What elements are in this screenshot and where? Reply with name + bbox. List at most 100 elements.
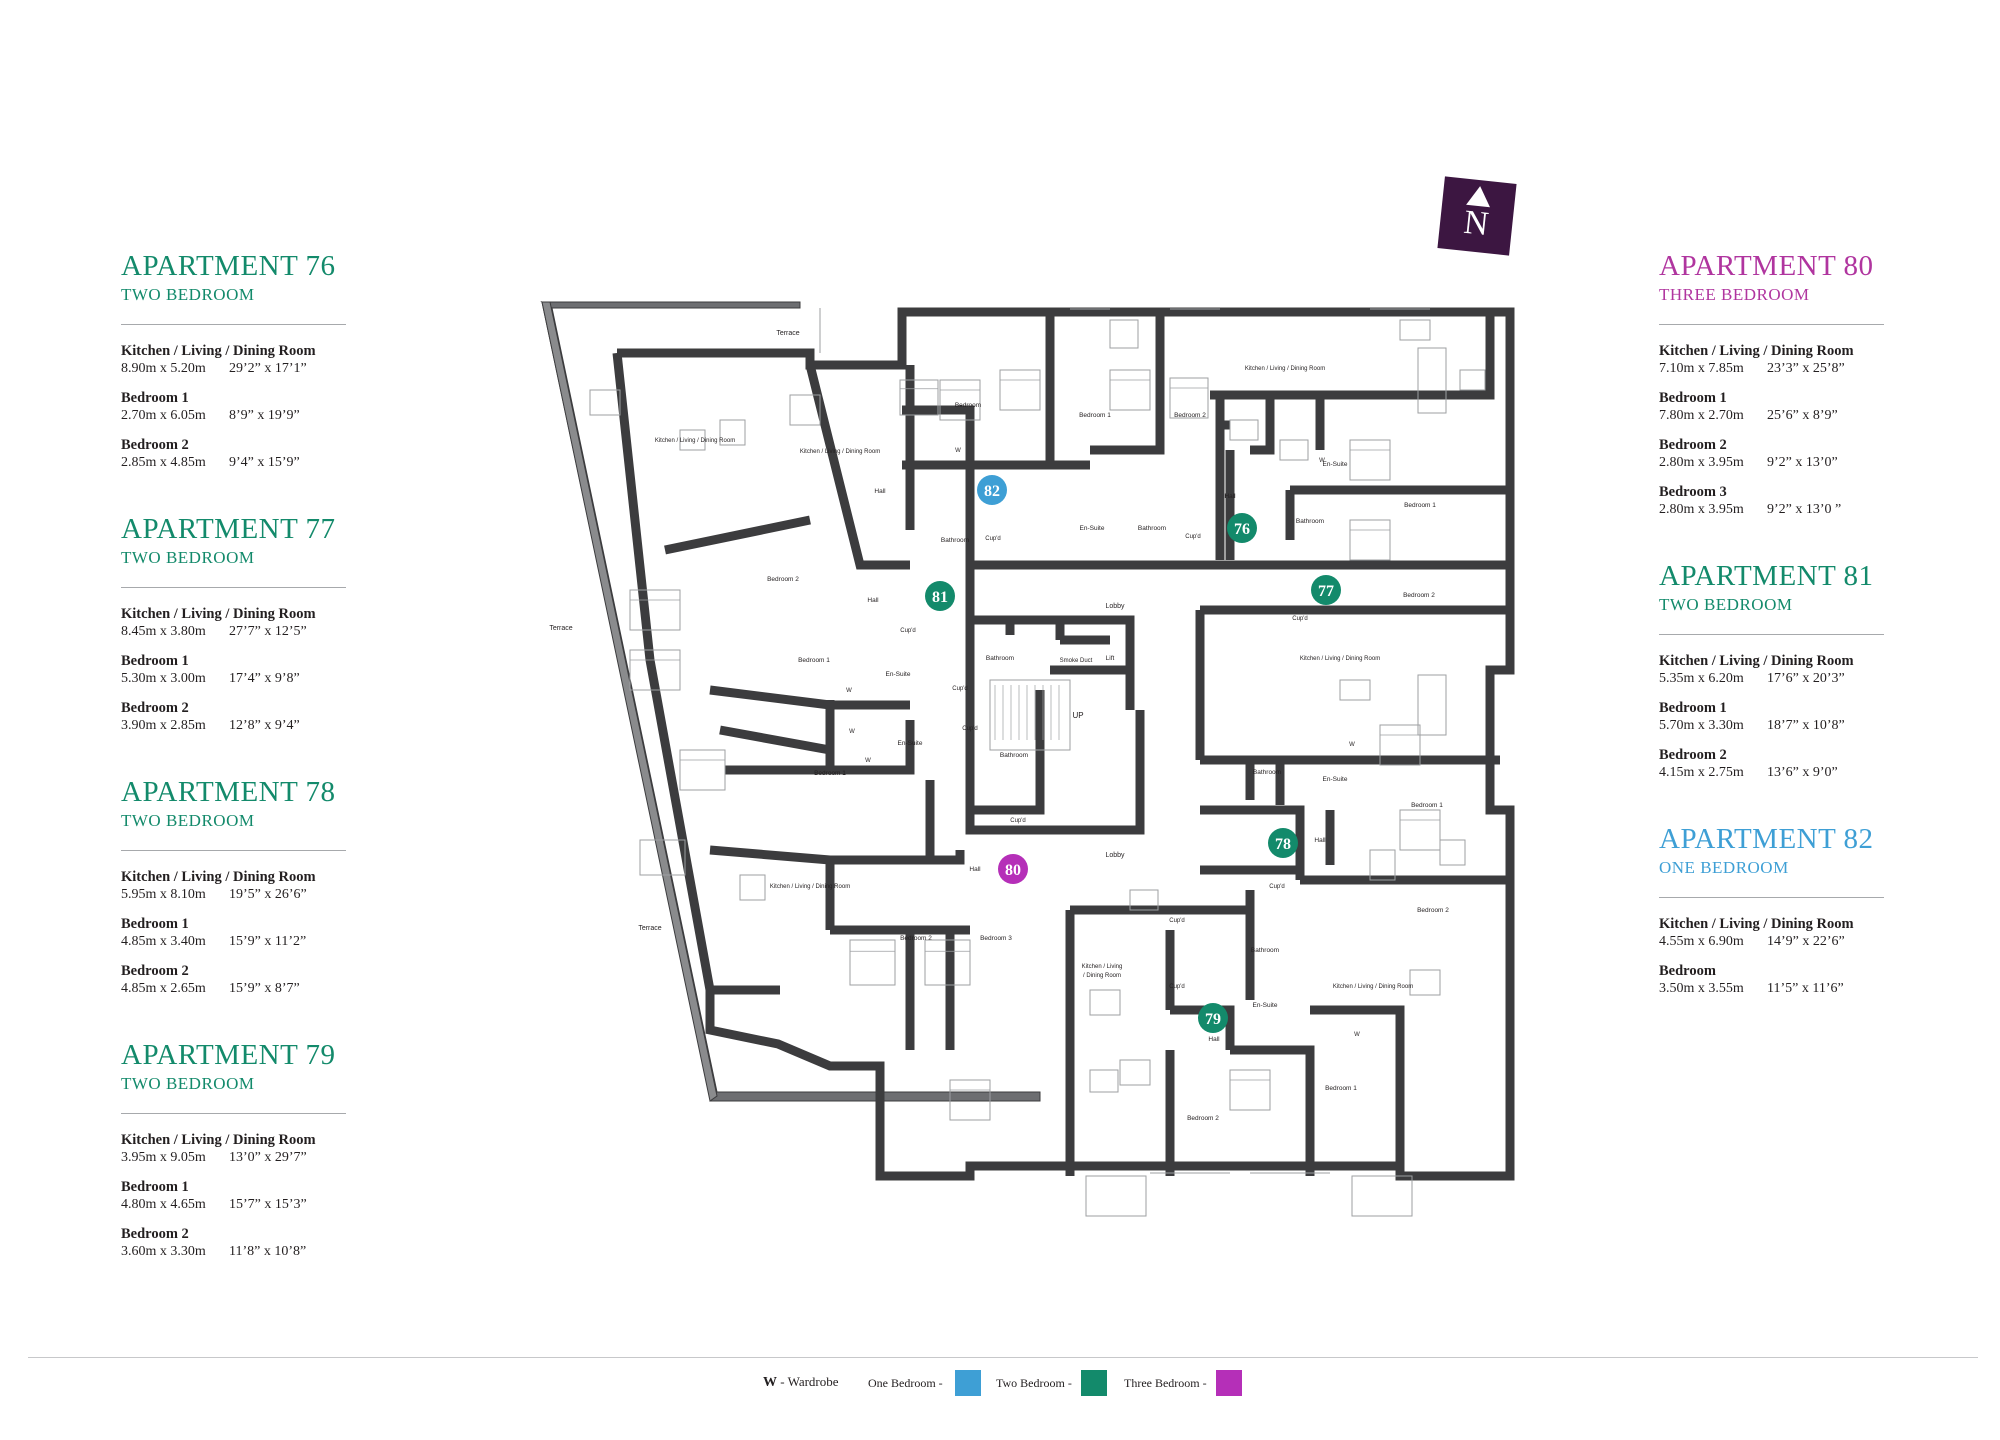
room-metric: 4.85m x 3.40m [121,934,206,949]
room-entry: Kitchen / Living / Dining Room 4.55m x 6… [1659,916,1889,950]
room-name: Bedroom 2 [121,1226,189,1242]
bedroom-label: Bedroom [955,402,981,409]
cupboard-label: Cup'd [1169,984,1185,990]
fixture [639,839,686,876]
kitchen-label: Kitchen / Living / Dining Room [655,438,735,444]
fixture [629,589,681,631]
fixture [1339,679,1371,701]
apartment-title: APARTMENT 80 [1659,250,1874,282]
kitchen-label: Kitchen / Living / Dining Room [800,449,880,455]
room-name: Bedroom 1 [121,653,189,669]
apartment-marker [1227,513,1257,543]
bedroom-label: Bedroom 1 [1079,412,1111,419]
fixture [1399,319,1431,341]
cupboard-label: Cup'd [1010,818,1026,824]
legend-two-bedroom-label: Two Bedroom - [996,1376,1072,1390]
stairs-up-label: UP [1072,711,1083,720]
room-name: Bedroom 2 [121,437,189,453]
plan-labels: TerraceTerraceTerraceLobbyLobbyLiftSmoke… [549,330,1449,1122]
apartment-title: APARTMENT 82 [1659,823,1874,855]
bathroom-label: Bathroom [1000,752,1028,759]
fixture [1351,1175,1413,1217]
kitchen-label: Kitchen / Living / Dining Room [1300,656,1380,662]
room-imperial: 12’8” x 9’4” [229,718,300,733]
apartment-marker-number: 82 [984,483,1000,500]
room-entry: Kitchen / Living / Dining Room 3.95m x 9… [121,1132,351,1166]
terrace-label: Terrace [549,625,572,632]
north-letter: N [1462,203,1491,244]
fixture [789,394,821,426]
apartment-title: APARTMENT 78 [121,776,336,808]
wall [1210,312,1495,400]
plan-fixtures [589,308,1486,1217]
apartment-marker-number: 78 [1275,836,1291,853]
cupboard-label: Cup'd [1185,534,1201,540]
fixture [1229,419,1259,441]
wall [725,720,915,775]
apartment-divider [121,587,346,588]
fixture [589,389,621,416]
bedroom-label: Bedroom 3 [980,935,1012,942]
wall [612,307,1515,1181]
fixture [1349,439,1391,481]
smoke-duct-label: Smoke Duct [1060,658,1093,664]
room-name: Bedroom [1659,963,1716,979]
apartment-marker [1311,575,1341,605]
legend-one-bedroom-swatch [955,1370,981,1396]
room-name: Bedroom 2 [121,700,189,716]
room-name: Bedroom 1 [121,390,189,406]
room-metric: 5.30m x 3.00m [121,671,206,686]
wardrobe-label: W [955,448,961,454]
room-name: Bedroom 2 [1659,747,1727,763]
room-metric: 4.80m x 4.65m [121,1197,206,1212]
floor-plan: TerraceTerraceTerraceLobbyLobbyLiftSmoke… [540,300,1515,1217]
fixture [939,379,981,421]
room-metric: 5.35m x 6.20m [1659,671,1744,686]
apartment-divider [1659,634,1884,635]
bathroom-label: Bathroom [986,655,1014,662]
room-name: Bedroom 1 [1659,700,1727,716]
room-metric: 8.45m x 3.80m [121,624,206,639]
room-entry: Kitchen / Living / Dining Room 8.45m x 3… [121,606,351,640]
bathroom-label: Bathroom [1251,947,1279,954]
footer-divider [28,1357,1978,1358]
fixture [1085,1175,1147,1217]
apartment-type: TWO BEDROOM [121,1074,255,1093]
wall [709,685,835,711]
wardrobe-label: W [1354,1032,1360,1038]
fixture [679,749,726,791]
wall [1200,905,1255,1000]
room-metric: 8.90m x 5.20m [121,361,206,376]
room-metric: 3.50m x 3.55m [1659,981,1744,996]
legend-three-bedroom-swatch [1216,1370,1242,1396]
bedroom-label: Bedroom 2 [1417,907,1449,914]
apartment-marker [925,581,955,611]
fixture [1089,1069,1119,1093]
terrace-label: Terrace [638,925,661,932]
room-imperial: 9’4” x 15’9” [229,455,300,470]
room-imperial: 15’9” x 8’7” [229,981,300,996]
room-name: Kitchen / Living / Dining Room [121,869,316,885]
bedroom-label: Bedroom 2 [767,576,799,583]
bedroom-label: Bedroom 2 [1403,592,1435,599]
apartment-divider [1659,324,1884,325]
bathroom-label: Bathroom [1138,525,1166,532]
cupboard-label: Cup'd [900,628,916,634]
en-suite-label: En-Suite [1323,461,1348,468]
room-imperial: 23’3” x 25’8” [1767,361,1845,376]
bedroom-label: Bedroom 1 [1325,1085,1357,1092]
cupboard-label: Cup'd [1292,616,1308,622]
room-name: Bedroom 3 [1659,484,1727,500]
fixture [999,369,1041,411]
room-name: Bedroom 1 [121,916,189,932]
wall [1200,805,1305,880]
